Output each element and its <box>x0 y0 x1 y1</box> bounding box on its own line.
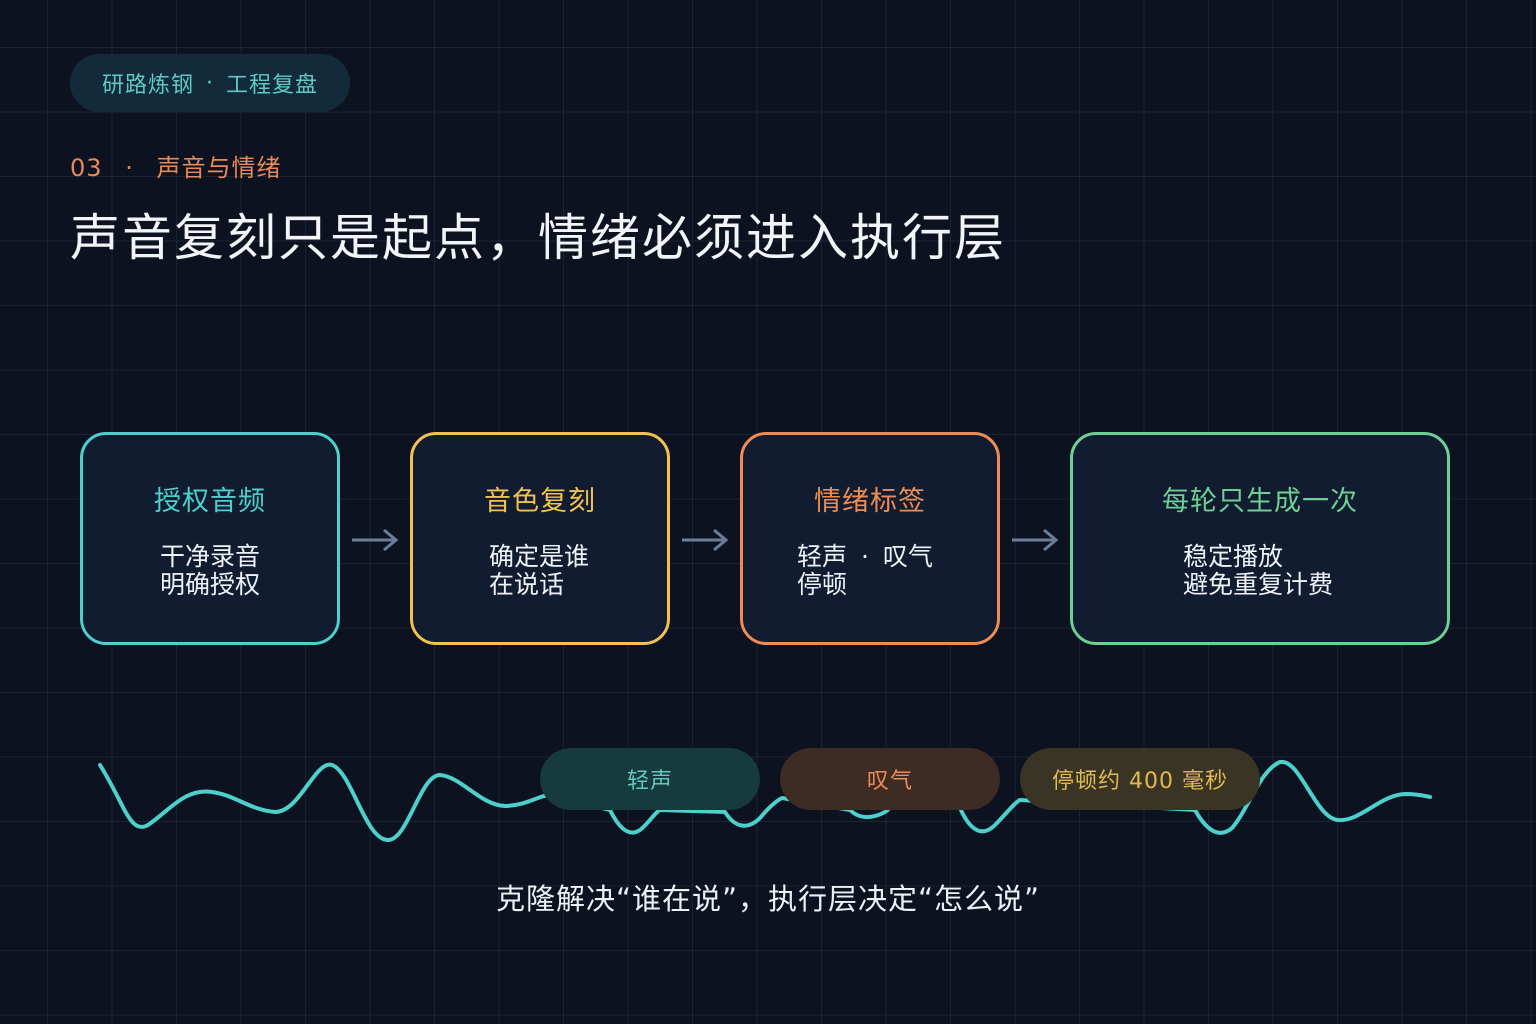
page-title: 声音复刻只是起点，情绪必须进入执行层 <box>70 209 1006 267</box>
tag-pill-sigh: 叹气 <box>780 748 1000 810</box>
step-body: 干净录音 明确授权 <box>83 543 337 599</box>
section-separator: · <box>125 154 134 182</box>
tag-pill-soft-voice: 轻声 <box>540 748 760 810</box>
step-line: 干净录音 <box>159 542 260 571</box>
step-line: 明确授权 <box>159 570 260 599</box>
step-line: 确定是谁 <box>489 542 590 571</box>
caption: 克隆解决“谁在说”，执行层决定“怎么说” <box>495 882 1041 916</box>
step-line: 轻声 · 叹气 <box>797 543 933 571</box>
badge-right: 工程复盘 <box>226 73 319 98</box>
step-title: 情绪标签 <box>814 486 926 517</box>
arrow-right-icon <box>682 528 729 552</box>
step-title: 授权音频 <box>154 486 266 517</box>
step-line: 避免重复计费 <box>1183 570 1334 599</box>
badge-left: 研路炼钢 <box>101 73 194 98</box>
step-tag-text: 轻声 <box>797 542 848 571</box>
step-card-generate-once: 每轮只生成一次 稳定播放 避免重复计费 <box>1070 432 1450 645</box>
step-line: 停顿 <box>797 570 848 599</box>
arrow-right-icon <box>352 528 399 552</box>
step-title: 每轮只生成一次 <box>1162 486 1358 517</box>
step-body: 稳定播放 避免重复计费 <box>1183 543 1333 599</box>
section-label: 03 · 声音与情绪 <box>70 148 281 183</box>
step-line: 稳定播放 <box>1183 542 1284 571</box>
section-number: 03 <box>70 154 103 182</box>
badge-separator: · <box>206 70 214 96</box>
section-name: 声音与情绪 <box>156 154 282 182</box>
step-card-authorized-audio: 授权音频 干净录音 明确授权 <box>80 432 340 645</box>
step-tag-text: 叹气 <box>882 542 933 571</box>
arrow-right-icon <box>1012 528 1059 552</box>
tag-pill-pause: 停顿约 400 毫秒 <box>1020 748 1260 810</box>
header-badge: 研路炼钢 · 工程复盘 <box>70 54 350 112</box>
waveform <box>98 759 1432 842</box>
step-title: 音色复刻 <box>484 486 596 517</box>
step-separator: · <box>861 542 869 571</box>
step-body: 确定是谁 在说话 <box>489 543 589 599</box>
step-card-voice-clone: 音色复刻 确定是谁 在说话 <box>410 432 670 645</box>
step-body: 轻声 · 叹气 停顿 <box>797 543 933 599</box>
step-card-emotion-tags: 情绪标签 轻声 · 叹气 停顿 <box>740 432 1000 645</box>
step-line: 在说话 <box>489 570 565 599</box>
